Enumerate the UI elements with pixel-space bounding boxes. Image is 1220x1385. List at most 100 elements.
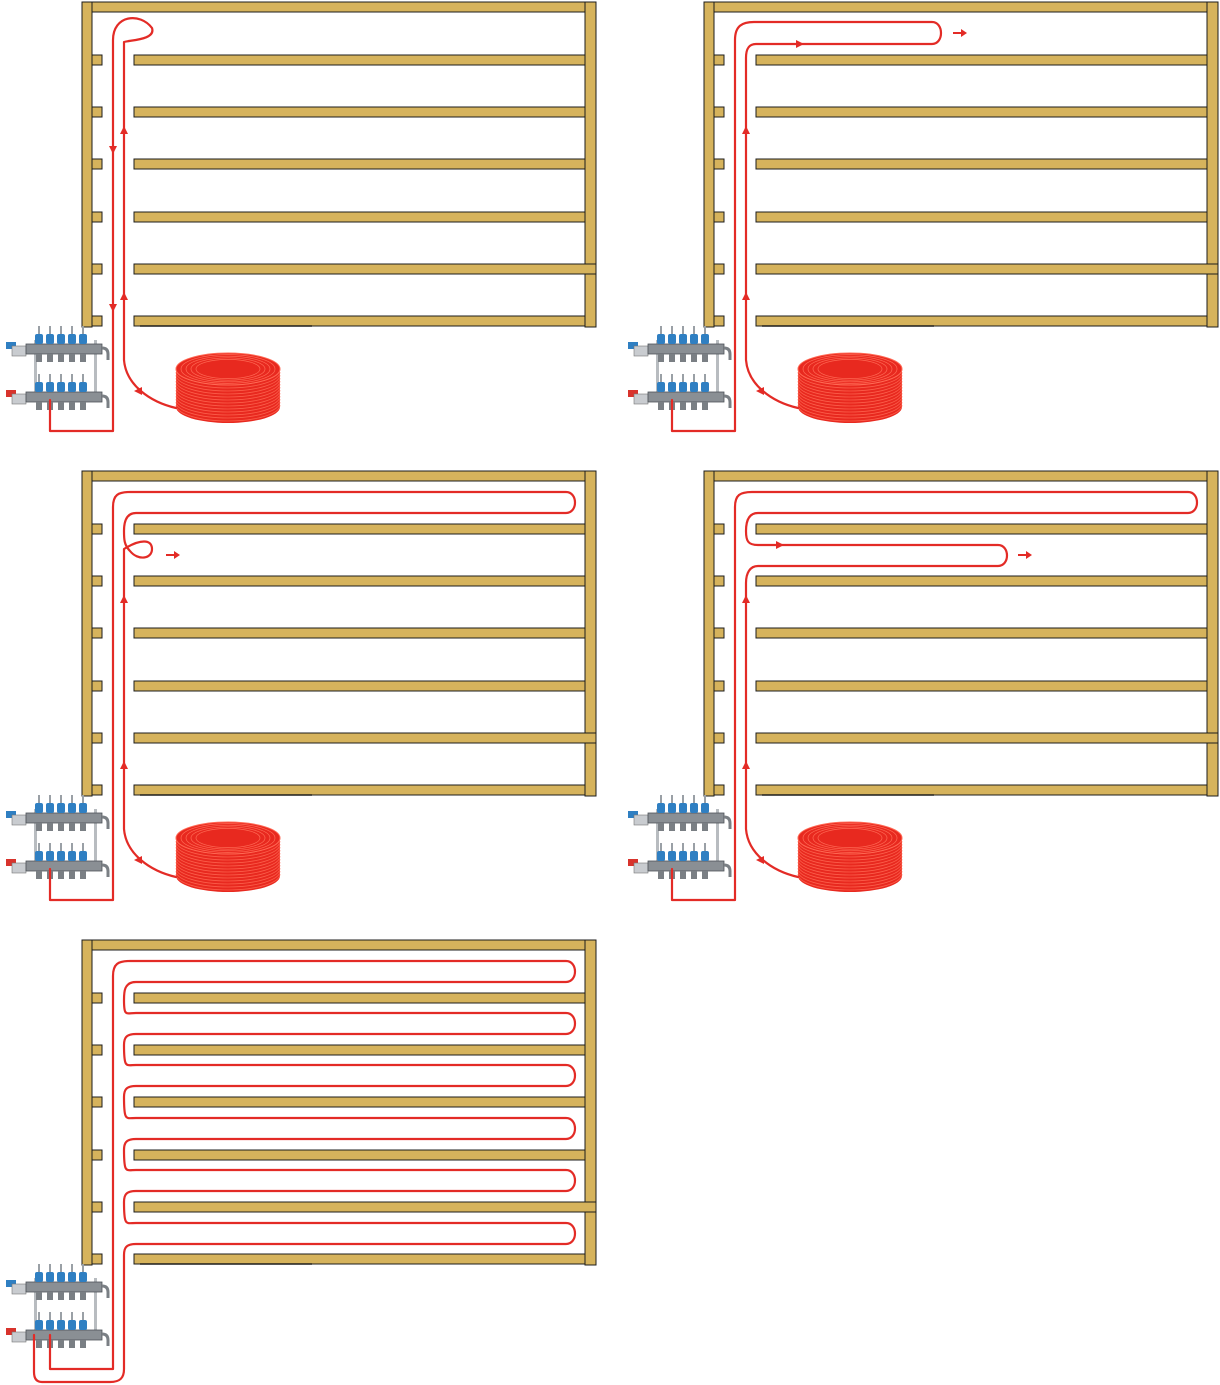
valve-handle <box>6 811 16 818</box>
manifold-icon <box>6 795 110 879</box>
coil-ring <box>175 864 281 882</box>
manifold-valve-stem <box>49 795 51 803</box>
coil-ring <box>797 870 903 888</box>
coil-ring <box>797 371 903 389</box>
frame-top-plank <box>703 1 1219 13</box>
direction-arrow-icon <box>953 29 967 37</box>
joist-stub <box>91 263 103 275</box>
joist <box>133 523 586 535</box>
manifold-valve-cap <box>68 1320 76 1330</box>
joist-stub <box>713 54 725 66</box>
coil-ring <box>797 852 903 870</box>
manifold-valve-cap <box>68 1272 76 1282</box>
manifold-valve-stem <box>60 843 62 851</box>
manifold-bar <box>647 391 725 403</box>
manifold-valve-stem <box>704 374 706 382</box>
manifold-valve-stem <box>49 326 51 334</box>
joist <box>133 992 586 1004</box>
manifold-outlet <box>47 823 53 831</box>
step-4 <box>628 470 1219 902</box>
coil-top-ring <box>185 824 271 852</box>
flow-arrow-icon <box>776 541 784 549</box>
manifold-valve-cap <box>79 1320 87 1330</box>
manifold-valve-stem <box>49 374 51 382</box>
frame-left-post <box>81 470 93 797</box>
valve-body <box>11 814 27 826</box>
frame-right-post <box>584 939 597 1266</box>
joist <box>133 1096 586 1108</box>
manifold-valve-cap <box>701 803 709 813</box>
joist <box>755 106 1208 118</box>
frame-top-plank <box>81 1 597 13</box>
manifold-valve-stem <box>38 374 40 382</box>
joist-stub <box>713 575 725 587</box>
manifold-valve-cap <box>46 803 54 813</box>
valve-body <box>633 862 649 874</box>
manifold-outlet <box>58 871 64 879</box>
manifold-bar <box>25 1329 103 1341</box>
valve-body <box>633 345 649 357</box>
valve-body <box>633 393 649 405</box>
joist <box>133 680 586 692</box>
coil-top-ring <box>190 826 266 850</box>
coil-ring <box>797 873 903 891</box>
manifold-valve-cap <box>79 803 87 813</box>
frame-right-post <box>584 1 597 328</box>
pipe-coil-icon <box>175 352 281 423</box>
manifold-valve-stem <box>682 326 684 334</box>
manifold-valve-stem <box>71 1264 73 1272</box>
joist-stub <box>91 784 103 796</box>
joist <box>133 1201 597 1213</box>
flow-arrow-icon <box>742 292 750 300</box>
manifold-valve-stem <box>693 843 695 851</box>
coil-ring <box>175 398 281 416</box>
manifold-outlet <box>680 823 686 831</box>
manifold-valve-cap <box>57 851 65 861</box>
valve-handle <box>628 342 638 349</box>
manifold-valve-stem <box>82 795 84 803</box>
manifold-valve-cap <box>79 1272 87 1282</box>
coil-top-ring <box>812 357 888 381</box>
flow-arrow-icon <box>742 126 750 134</box>
manifold-outlet <box>69 1340 75 1348</box>
manifold-valve-cap <box>57 803 65 813</box>
coil-top-ring <box>195 359 261 379</box>
joist <box>755 158 1208 170</box>
manifold-valve-stem <box>60 1312 62 1320</box>
manifold-outlet <box>80 1340 86 1348</box>
coil-top-ring <box>817 359 883 379</box>
step-5 <box>6 939 597 1384</box>
coil-top-ring <box>180 354 276 384</box>
manifold-valve-stem <box>682 795 684 803</box>
manifold-valve-stem <box>693 795 695 803</box>
coil-ring <box>797 855 903 873</box>
joist <box>133 54 586 66</box>
joist <box>133 106 586 118</box>
manifold-bar <box>647 812 725 824</box>
joist <box>133 627 586 639</box>
valve-body <box>11 1283 27 1295</box>
joist <box>133 1253 586 1265</box>
manifold-valve-cap <box>57 382 65 392</box>
joist-stub <box>91 158 103 170</box>
coil-ring <box>797 389 903 407</box>
coil-ring <box>797 374 903 392</box>
manifold-icon <box>628 795 732 879</box>
joist-stub <box>713 732 725 744</box>
manifold-valve-cap <box>68 803 76 813</box>
coil-ring <box>797 380 903 398</box>
coil-ring <box>797 840 903 858</box>
coil-ring <box>175 855 281 873</box>
coil-ring <box>175 404 281 422</box>
manifold-outlet <box>58 1340 64 1348</box>
manifold-valve-cap <box>68 851 76 861</box>
manifold-bracket <box>716 809 719 867</box>
coil-ring <box>797 392 903 410</box>
coil-ring <box>797 386 903 404</box>
manifold-outlet <box>69 354 75 362</box>
manifold-valve-stem <box>49 1264 51 1272</box>
joist <box>755 211 1208 223</box>
manifold-bar <box>25 860 103 872</box>
joist <box>133 315 586 327</box>
